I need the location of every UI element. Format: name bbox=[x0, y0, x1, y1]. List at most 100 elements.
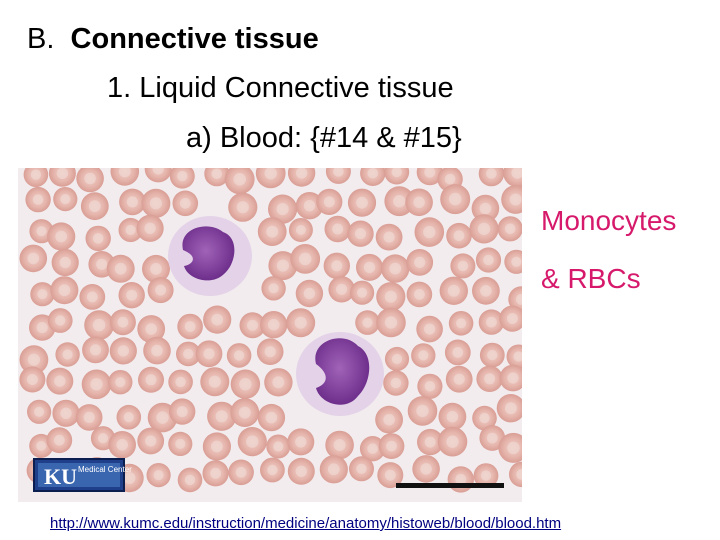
red-blood-cell-pallor bbox=[418, 350, 429, 361]
red-blood-cell-pallor bbox=[383, 413, 395, 426]
slide-subheading: 1. Liquid Connective tissue bbox=[107, 72, 454, 104]
red-blood-cell-pallor bbox=[149, 197, 162, 210]
red-blood-cell-pallor bbox=[145, 323, 157, 335]
red-blood-cell-pallor bbox=[179, 197, 191, 209]
red-blood-cell-pallor bbox=[424, 436, 436, 448]
red-blood-cell-pallor bbox=[294, 316, 307, 329]
red-blood-cell-pallor bbox=[211, 168, 223, 180]
red-blood-cell-pallor bbox=[456, 318, 467, 329]
red-blood-cell-pallor bbox=[389, 262, 402, 275]
red-blood-cell-pallor bbox=[386, 440, 397, 452]
red-blood-cell-pallor bbox=[92, 233, 104, 244]
monocyte-lower bbox=[296, 332, 384, 416]
red-blood-cell-pallor bbox=[37, 289, 48, 300]
red-blood-cell-pallor bbox=[117, 345, 129, 357]
red-blood-cell-pallor bbox=[145, 374, 157, 386]
red-blood-cell-pallor bbox=[60, 407, 72, 419]
heading-title: Connective tissue bbox=[70, 23, 319, 55]
red-blood-cell-pallor bbox=[367, 168, 379, 179]
red-blood-cell-pallor bbox=[114, 262, 127, 275]
red-blood-cell-pallor bbox=[298, 252, 312, 266]
red-blood-cell-pallor bbox=[487, 349, 498, 361]
red-blood-cell-pallor bbox=[486, 316, 497, 328]
red-blood-cell-pallor bbox=[92, 318, 106, 332]
red-blood-cell-pallor bbox=[413, 196, 425, 209]
red-blood-cell-pallor bbox=[123, 472, 136, 484]
red-blood-cell-pallor bbox=[356, 196, 368, 209]
red-blood-cell-pallor bbox=[356, 463, 367, 474]
red-blood-cell-pallor bbox=[117, 316, 129, 328]
red-blood-cell-pallor bbox=[267, 318, 280, 331]
red-blood-cell-pallor bbox=[273, 441, 284, 452]
red-blood-cell-pallor bbox=[383, 231, 395, 243]
red-blood-cell-pallor bbox=[145, 435, 157, 447]
red-blood-cell-pallor bbox=[36, 226, 47, 237]
red-blood-cell-pallor bbox=[295, 225, 306, 235]
red-blood-cell-pallor bbox=[448, 192, 462, 206]
red-blood-cell-pallor bbox=[457, 260, 469, 272]
scale-bar bbox=[396, 483, 504, 488]
red-blood-cell-pallor bbox=[144, 222, 156, 234]
red-blood-cell-pallor bbox=[446, 435, 459, 448]
red-blood-cell-pallor bbox=[332, 223, 344, 235]
heading-prefix: B. bbox=[27, 23, 55, 55]
red-blood-cell-pallor bbox=[55, 230, 68, 243]
red-blood-cell-pallor bbox=[384, 290, 397, 303]
red-blood-cell-pallor bbox=[203, 348, 215, 360]
red-blood-cell-pallor bbox=[416, 404, 429, 418]
red-blood-cell-pallor bbox=[215, 410, 228, 423]
red-blood-cell-pallor bbox=[391, 353, 403, 365]
red-blood-cell-pallor bbox=[211, 440, 223, 453]
red-blood-cell-pallor bbox=[384, 316, 398, 329]
red-blood-cell-pallor bbox=[27, 353, 40, 366]
red-blood-cell-pallor bbox=[384, 469, 396, 481]
red-blood-cell-pallor bbox=[367, 443, 378, 455]
red-blood-cell-pallor bbox=[455, 473, 467, 485]
red-blood-cell-pallor bbox=[118, 168, 131, 178]
red-blood-cell-pallor bbox=[239, 378, 252, 391]
red-blood-cell-pallor bbox=[479, 202, 492, 215]
caption-rbcs: & RBCs bbox=[541, 263, 641, 294]
red-blood-cell-pallor bbox=[444, 173, 456, 185]
red-blood-cell-pallor bbox=[184, 321, 196, 332]
red-blood-cell-pallor bbox=[210, 467, 222, 479]
red-blood-cell-pallor bbox=[88, 200, 101, 213]
red-blood-cell-pallor bbox=[183, 348, 194, 360]
red-blood-cell-pallor bbox=[507, 372, 519, 384]
red-blood-cell-pallor bbox=[513, 351, 522, 362]
red-blood-cell-pallor bbox=[423, 225, 436, 239]
red-blood-cell-pallor bbox=[208, 375, 221, 388]
red-blood-cell-pallor bbox=[267, 464, 278, 476]
red-blood-cell-pallor bbox=[34, 406, 45, 417]
red-blood-cell-pallor bbox=[266, 225, 279, 238]
red-blood-cell-pallor bbox=[83, 411, 95, 423]
red-blood-cell-pallor bbox=[32, 194, 44, 205]
red-blood-cell-pallor bbox=[362, 317, 373, 328]
red-blood-cell bbox=[144, 168, 172, 183]
red-blood-cell-pallor bbox=[89, 344, 102, 356]
red-blood-cell-pallor bbox=[424, 381, 436, 392]
red-blood-cell-pallor bbox=[357, 287, 368, 298]
red-blood-cell-pallor bbox=[54, 375, 66, 387]
red-blood-cell-pallor bbox=[516, 469, 522, 480]
red-blood-cell-pallor bbox=[486, 168, 497, 179]
red-blood-cell-pallor bbox=[327, 463, 340, 476]
red-blood-cell-pallor bbox=[236, 201, 249, 214]
red-blood-cell-pallor bbox=[97, 433, 109, 444]
source-link[interactable]: http://www.kumc.edu/instruction/medicine… bbox=[50, 515, 562, 532]
red-blood-cell-pallor bbox=[90, 378, 103, 391]
red-blood-cell-pallor bbox=[155, 284, 167, 296]
red-blood-cell-pallor bbox=[507, 441, 520, 455]
red-blood-cell-pallor bbox=[452, 347, 464, 358]
red-blood-cell-pallor bbox=[331, 260, 343, 272]
red-blood-cell-pallor bbox=[447, 284, 460, 297]
red-blood-cell-pallor bbox=[268, 283, 279, 294]
red-blood-cell-pallor bbox=[156, 411, 169, 424]
red-blood-cell-pallor bbox=[333, 168, 344, 177]
red-blood-cell-pallor bbox=[506, 313, 518, 325]
red-blood-cell-pallor bbox=[59, 256, 71, 269]
red-blood-cell-pallor bbox=[414, 289, 425, 300]
red-blood-cell-pallor bbox=[480, 470, 492, 481]
red-blood-cell-pallor bbox=[295, 436, 307, 448]
red-blood-cell-pallor bbox=[511, 168, 522, 179]
